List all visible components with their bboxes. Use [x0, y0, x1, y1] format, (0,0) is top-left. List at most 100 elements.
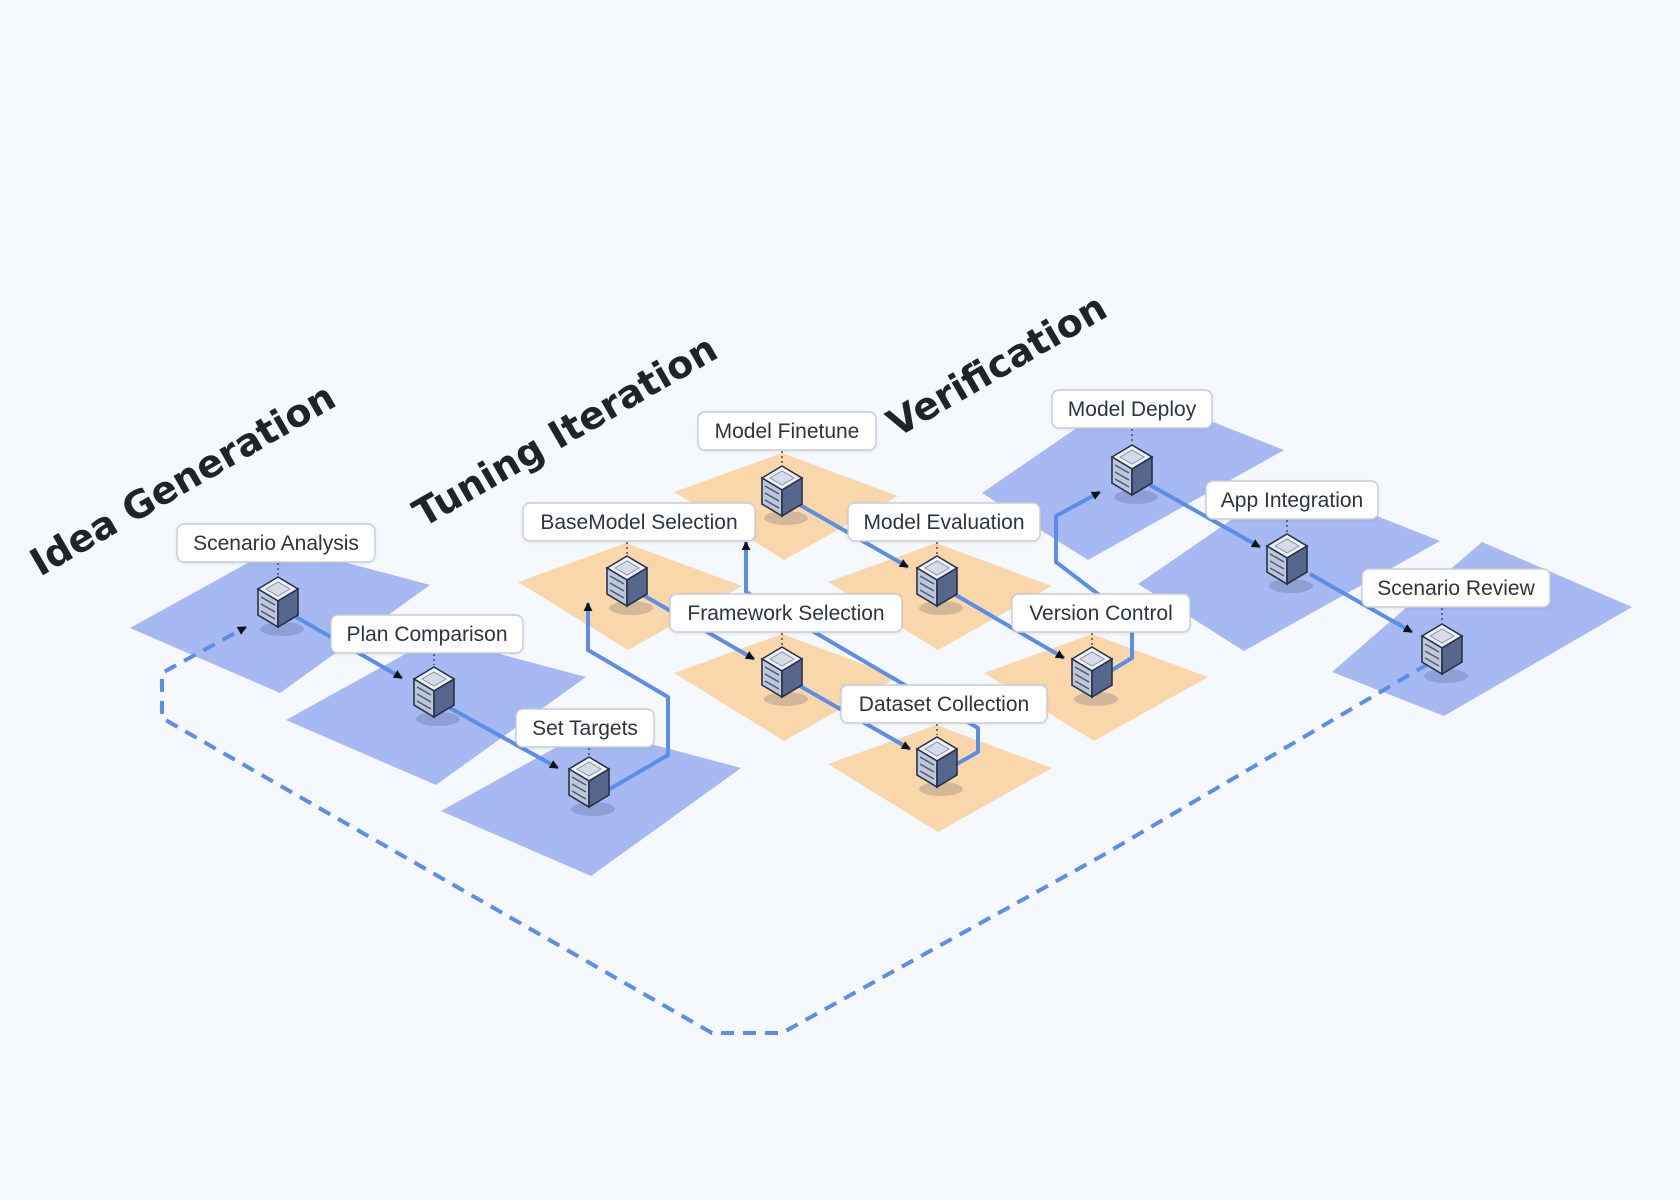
- node-plan-comparison[interactable]: Plan Comparison: [330, 614, 524, 726]
- icon-shadow: [1074, 692, 1118, 706]
- icon-slot: [764, 666, 780, 676]
- icon-top-inset: [924, 741, 950, 757]
- node-label: Dataset Collection: [859, 693, 1029, 716]
- edge-plan-comparison-set-targets: [449, 706, 559, 770]
- node-label: Scenario Analysis: [193, 532, 359, 555]
- icon-slot: [609, 589, 625, 599]
- node-dataset-collection[interactable]: Dataset Collection: [840, 684, 1048, 796]
- node-label: App Integration: [1221, 489, 1363, 512]
- node-label-box: [515, 708, 655, 748]
- server-icon: [1070, 646, 1118, 706]
- node-label-box: [1205, 480, 1379, 520]
- node-model-deploy[interactable]: Model Deploy: [1051, 389, 1213, 504]
- icon-slot: [609, 575, 625, 585]
- server-icon: [605, 555, 653, 615]
- node-label: Model Finetune: [715, 420, 860, 443]
- node-label: Scenario Review: [1377, 577, 1535, 600]
- icon-slot: [919, 763, 935, 773]
- node-label-box: [669, 593, 903, 633]
- node-label-box: [176, 523, 376, 563]
- icon-right: [433, 677, 455, 719]
- icon-top-inset: [769, 651, 795, 667]
- icon-right: [781, 476, 803, 518]
- icon-right: [277, 587, 299, 629]
- icon-shadow: [919, 601, 963, 615]
- edge-dataset-collection-model-finetune: [741, 541, 980, 771]
- node-model-evaluation[interactable]: Model Evaluation: [847, 502, 1041, 615]
- icon-slot: [1074, 666, 1090, 676]
- edge-version-control-model-deploy: [1054, 490, 1134, 678]
- node-label: Framework Selection: [687, 602, 884, 625]
- icon-slot: [260, 603, 276, 613]
- icon-slot: [1269, 567, 1285, 577]
- node-version-control[interactable]: Version Control: [1011, 593, 1191, 706]
- icon-slot: [919, 756, 935, 766]
- icon-shadow: [919, 782, 963, 796]
- server-icon: [1110, 444, 1158, 504]
- icon-slot: [764, 485, 780, 495]
- edge-model-evaluation-version-control: [952, 592, 1066, 660]
- icon-top-inset: [1274, 538, 1300, 554]
- node-label-box: [697, 411, 877, 451]
- icon-slot: [1114, 471, 1130, 481]
- icon-top-inset: [1429, 628, 1455, 644]
- icon-slot: [764, 680, 780, 690]
- icon-slot: [764, 499, 780, 509]
- icon-right: [936, 566, 958, 608]
- icon-slot: [416, 686, 432, 696]
- icon-top-inset: [924, 560, 950, 576]
- node-label: BaseModel Selection: [540, 511, 737, 534]
- server-icon: [1265, 533, 1313, 593]
- node-label-box: [1011, 593, 1191, 633]
- icon-slot: [919, 589, 935, 599]
- server-icon: [1420, 623, 1468, 683]
- node-label: Model Evaluation: [863, 511, 1024, 534]
- icon-slot: [919, 575, 935, 585]
- icon-slot: [1114, 464, 1130, 474]
- icon-top-inset: [265, 581, 291, 597]
- node-label-box: [522, 502, 756, 542]
- icon-slot: [571, 776, 587, 786]
- node-set-targets[interactable]: Set Targets: [515, 708, 655, 816]
- node-basemodel-selection[interactable]: BaseModel Selection: [522, 502, 756, 615]
- edge-app-integration-scenario-review: [1309, 572, 1413, 634]
- icon-slot: [571, 783, 587, 793]
- node-label: Plan Comparison: [346, 623, 507, 646]
- server-icon: [915, 736, 963, 796]
- icon-right: [1091, 657, 1113, 699]
- node-label-box: [330, 614, 524, 654]
- icon-slot: [571, 790, 587, 800]
- node-label-box: [1051, 389, 1213, 429]
- server-icon: [567, 756, 615, 816]
- icon-top-inset: [769, 470, 795, 486]
- node-scenario-review[interactable]: Scenario Review: [1361, 568, 1551, 683]
- icon-shadow: [1424, 669, 1468, 683]
- icon-slot: [1074, 673, 1090, 683]
- tile-scenario-review: [1332, 542, 1632, 716]
- icon-slot: [260, 610, 276, 620]
- icon-right: [936, 747, 958, 789]
- icon-right: [781, 657, 803, 699]
- icon-slot: [1269, 553, 1285, 563]
- icon-slot: [919, 770, 935, 780]
- icon-shadow: [1269, 579, 1313, 593]
- icon-right: [626, 566, 648, 608]
- icon-shadow: [609, 601, 653, 615]
- icon-shadow: [571, 802, 615, 816]
- edge-set-targets-basemodel-selection: [583, 602, 670, 792]
- node-app-integration[interactable]: App Integration: [1205, 480, 1379, 593]
- icon-slot: [1424, 643, 1440, 653]
- server-icon: [760, 465, 808, 525]
- node-label: Set Targets: [532, 717, 638, 740]
- server-icon: [412, 666, 460, 726]
- node-label-box: [847, 502, 1041, 542]
- server-icon: [256, 576, 304, 636]
- icon-slot: [919, 582, 935, 592]
- node-model-finetune[interactable]: Model Finetune: [697, 411, 877, 525]
- icon-right: [1286, 544, 1308, 586]
- node-framework-selection[interactable]: Framework Selection: [669, 593, 903, 706]
- node-scenario-analysis[interactable]: Scenario Analysis: [176, 523, 376, 636]
- icon-top-inset: [1119, 449, 1145, 465]
